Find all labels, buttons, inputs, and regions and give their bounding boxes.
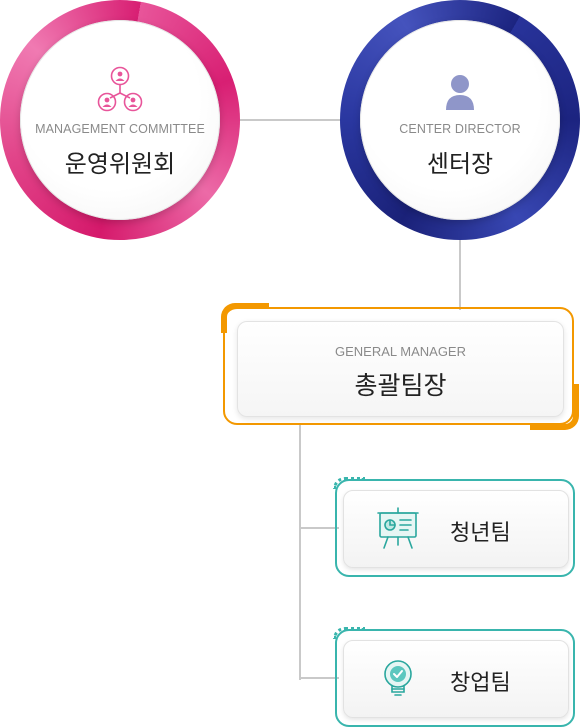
youth-team-title: 청년팀	[450, 521, 511, 546]
startup-team-frame	[335, 629, 575, 727]
general-manager-accent-corner	[530, 384, 579, 430]
management-committee-en: MANAGEMENT COMMITTEE	[35, 122, 205, 136]
center-director-node: CENTER DIRECTOR 센터장	[340, 0, 580, 240]
general-manager-accent-corner	[221, 303, 269, 333]
center-director-disc: CENTER DIRECTOR 센터장	[360, 20, 560, 220]
connector-manager-teams	[299, 425, 301, 680]
connector-team-startup	[299, 677, 339, 679]
startup-team-node: 창업팀	[343, 640, 569, 718]
general-manager-title: 총괄팀장	[354, 371, 447, 400]
general-manager-node: GENERAL MANAGER 총괄팀장	[237, 321, 564, 417]
general-manager-frame	[223, 307, 574, 425]
connector-team-youth	[299, 527, 339, 529]
center-director-title: 센터장	[426, 150, 494, 178]
management-committee-title: 운영위원회	[64, 150, 176, 178]
youth-team-dotted-corner	[333, 477, 365, 489]
connector-management-director	[230, 119, 350, 121]
youth-team-frame	[335, 479, 575, 577]
people-network-icon	[20, 65, 220, 115]
general-manager-en: GENERAL MANAGER	[335, 344, 466, 359]
center-director-en: CENTER DIRECTOR	[399, 122, 521, 136]
lightbulb-icon	[374, 654, 422, 702]
connector-director-manager	[459, 230, 461, 310]
presentation-board-icon	[374, 504, 422, 552]
person-icon	[360, 65, 560, 115]
management-committee-disc: MANAGEMENT COMMITTEE 운영위원회	[20, 20, 220, 220]
startup-team-title: 창업팀	[450, 671, 511, 696]
management-committee-node: MANAGEMENT COMMITTEE 운영위원회	[0, 0, 240, 240]
startup-team-dotted-corner	[333, 627, 365, 639]
youth-team-node: 청년팀	[343, 490, 569, 568]
